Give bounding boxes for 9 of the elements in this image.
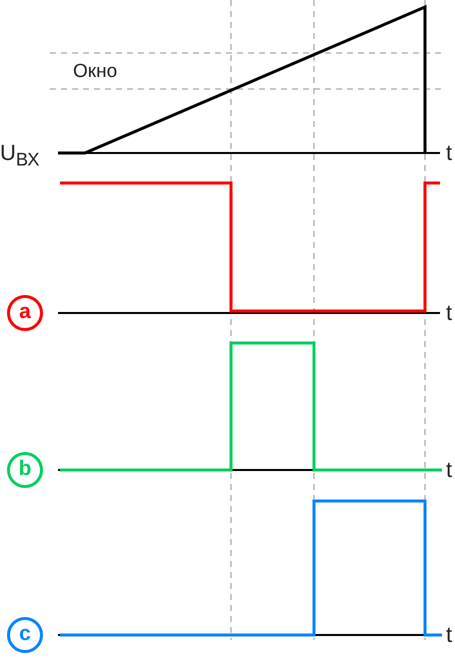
- voltage-label: U$_{ВХ}$: [0, 142, 40, 169]
- time-label: t: [446, 459, 452, 481]
- signal-marker: a: [7, 295, 43, 331]
- time-label: t: [446, 142, 452, 164]
- time-label: t: [446, 624, 452, 646]
- signal-marker: c: [7, 617, 43, 653]
- window-label: Окно: [73, 62, 118, 81]
- signal-marker: b: [7, 452, 43, 488]
- time-label: t: [446, 302, 452, 324]
